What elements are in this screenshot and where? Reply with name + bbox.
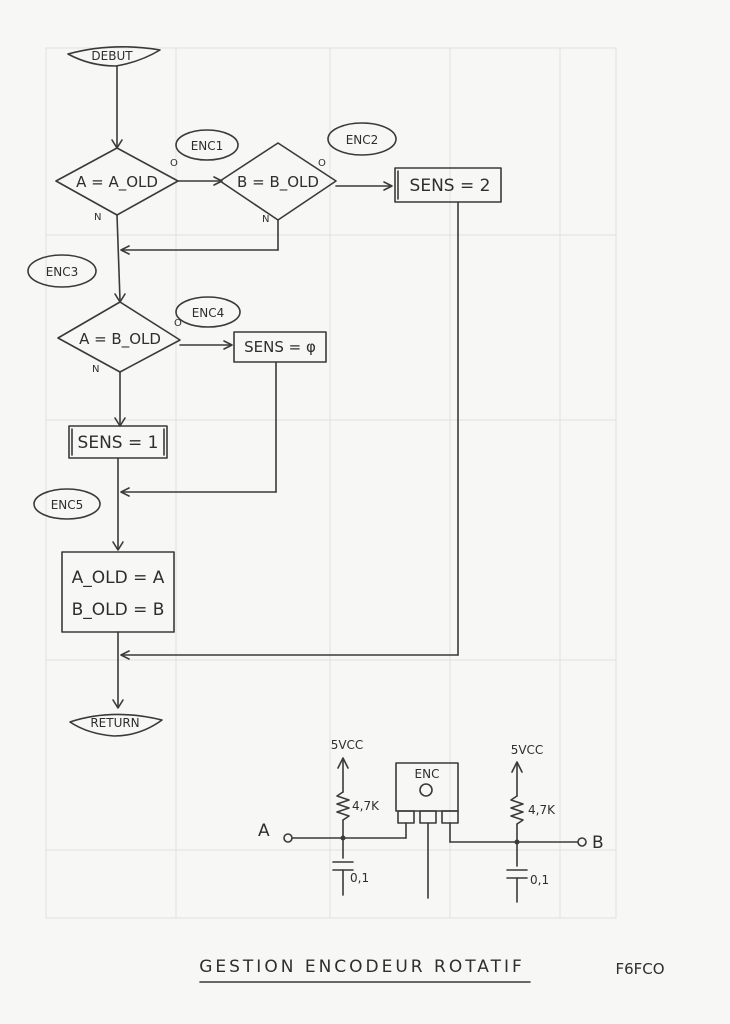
process-sens-0: SENS = φ (233, 331, 327, 363)
end-label: RETURN (90, 716, 139, 730)
tag-enc1-label: ENC1 (191, 139, 224, 153)
process-b-old-text: B_OLD = B (72, 600, 165, 620)
pin-b-label: B (592, 833, 604, 853)
process-sens-2-text: SENS = 2 (410, 176, 491, 196)
process-update-olds: A_OLD = A B_OLD = B (61, 551, 175, 633)
flowchart: DEBUT A = A_OLD O N ENC1 B = B_OLD O N (27, 46, 502, 737)
footer: GESTION ENCODEUR ROTATIF F6FCO (199, 957, 665, 983)
decision-a-equals-a-old: A = A_OLD O N (55, 147, 179, 223)
process-a-old-text: A_OLD = A (72, 568, 165, 588)
supply-left-label: 5VCC (331, 738, 364, 752)
decision-3-yes: O (174, 318, 182, 329)
encoder-schematic: 5VCC 4,7K 0,1 A ENC B (258, 738, 604, 903)
decision-b-equals-b-old: B = B_OLD O N (219, 142, 337, 225)
cap-left-label: 0,1 (350, 871, 369, 885)
tag-enc3-label: ENC3 (46, 265, 79, 279)
decision-1-no: N (94, 212, 101, 223)
decision-2-no: N (262, 214, 269, 225)
tag-enc1: ENC1 (175, 129, 239, 161)
tag-enc4: ENC4 (175, 296, 241, 328)
start-label: DEBUT (91, 49, 133, 63)
resistor-left-label: 4,7K (352, 799, 380, 813)
decision-2-text: B = B_OLD (237, 173, 319, 192)
tag-enc4-label: ENC4 (192, 306, 225, 320)
decision-3-text: A = B_OLD (79, 330, 161, 349)
pin-a-label: A (258, 821, 270, 841)
tag-enc2: ENC2 (327, 122, 397, 156)
tag-enc5: ENC5 (33, 488, 101, 520)
tag-enc3: ENC3 (27, 254, 97, 288)
decision-1-yes: O (170, 158, 178, 169)
decision-a-equals-b-old: A = B_OLD O N (57, 301, 182, 375)
decision-2-yes: O (318, 158, 326, 169)
end-terminal: RETURN (69, 713, 163, 737)
process-sens-0-text: SENS = φ (244, 338, 316, 356)
encoder-label: ENC (415, 767, 440, 781)
process-sens-1-text: SENS = 1 (78, 433, 159, 453)
process-sens-1: SENS = 1 (68, 425, 168, 459)
cap-right-label: 0,1 (530, 873, 549, 887)
supply-right-label: 5VCC (511, 743, 544, 757)
footer-title: GESTION ENCODEUR ROTATIF (199, 957, 525, 977)
encoder-component: ENC (395, 762, 459, 824)
start-terminal: DEBUT (67, 46, 161, 67)
footer-author: F6FCO (615, 960, 664, 978)
show-through-background (45, 47, 617, 919)
process-sens-2: SENS = 2 (394, 167, 502, 203)
tag-enc5-label: ENC5 (51, 498, 84, 512)
decision-3-no: N (92, 364, 99, 375)
resistor-right-label: 4,7K (528, 803, 556, 817)
tag-enc2-label: ENC2 (346, 133, 379, 147)
decision-1-text: A = A_OLD (76, 173, 158, 192)
